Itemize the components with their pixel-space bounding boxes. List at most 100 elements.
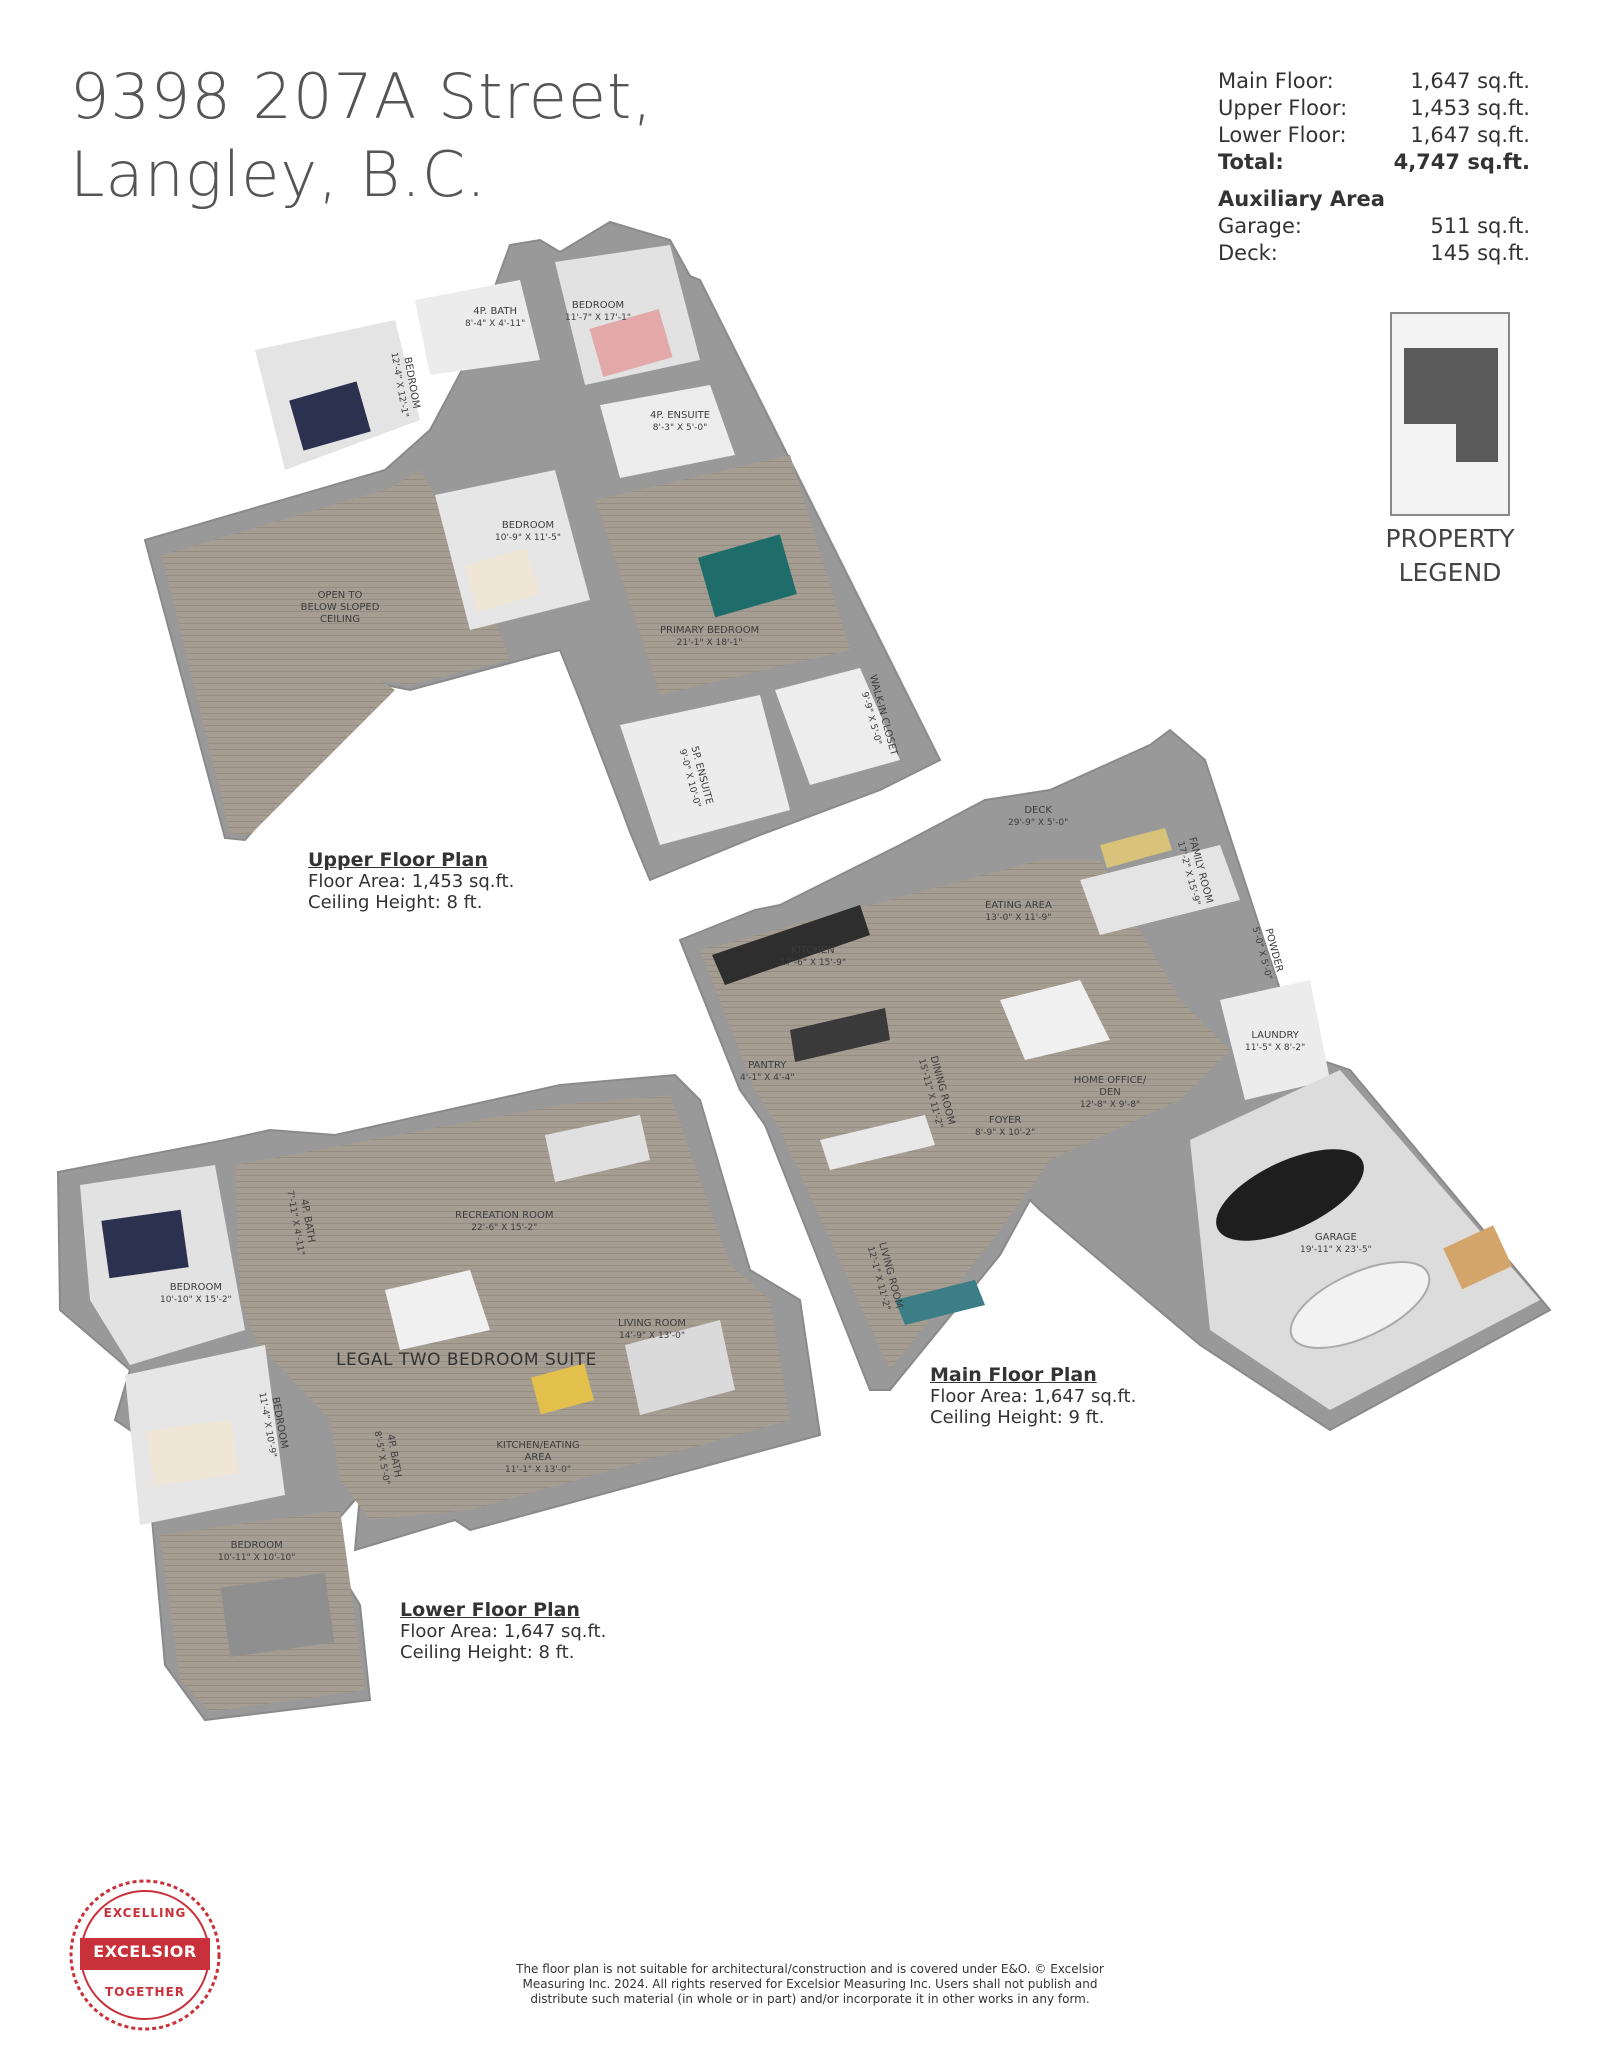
- room-label-open-to-below: OPEN TO BELOW SLOPED CEILING: [300, 590, 380, 625]
- legend-line-2: LEGEND: [1398, 558, 1502, 587]
- dining-table: [820, 1115, 935, 1170]
- address-line-2: Langley, B.C.: [70, 138, 487, 211]
- lower-floor-ceiling: Ceiling Height: 8 ft.: [400, 1642, 575, 1663]
- upper-floor-title: Upper Floor Plan: [308, 849, 488, 871]
- area-label: Total:: [1218, 150, 1284, 174]
- logo-text-main: EXCELSIOR: [93, 1942, 197, 1961]
- laundry-floor: [1220, 980, 1330, 1100]
- lower-floor-caption: Lower Floor Plan Floor Area: 1,647 sq.ft…: [400, 1599, 607, 1664]
- property-legend-label: PROPERTY LEGEND: [1340, 522, 1560, 590]
- bedroom-ne-bed: [589, 309, 673, 377]
- area-label: Garage:: [1218, 214, 1302, 238]
- upper-floor-ceiling: Ceiling Height: 8 ft.: [308, 892, 483, 913]
- kitchen-counter: [712, 905, 870, 985]
- area-value: 1,647 sq.ft.: [1410, 69, 1530, 93]
- area-summary: Main Floor: 1,647 sq.ft. Upper Floor: 1,…: [1218, 68, 1530, 267]
- area-label: Deck:: [1218, 241, 1278, 265]
- bedroom-a-bed: [101, 1209, 189, 1279]
- bedroom-nw-bed: [289, 381, 371, 451]
- recreation-sofa: [545, 1115, 650, 1182]
- property-footprint: [1404, 348, 1498, 462]
- property-legend-map: [1390, 312, 1510, 516]
- main-floor-wood: [700, 860, 1230, 1370]
- lower-floor-plan: [56, 1073, 822, 1722]
- lower-dining-table: [531, 1363, 594, 1415]
- bedroom-c-bed: [220, 1572, 335, 1657]
- stair-main: [1000, 980, 1110, 1060]
- area-row-total: Total: 4,747 sq.ft.: [1218, 149, 1530, 176]
- area-row-upper: Upper Floor: 1,453 sq.ft.: [1218, 95, 1530, 122]
- main-floor-ceiling: Ceiling Height: 9 ft.: [930, 1407, 1105, 1428]
- walk-in-closet-floor: [775, 668, 900, 785]
- family-sofa: [1100, 828, 1172, 868]
- disclaimer-line-2: Measuring Inc. 2024. All rights reserved…: [522, 1977, 1098, 1991]
- bath-upper-floor: [415, 280, 540, 375]
- disclaimer-footer: The floor plan is not suitable for archi…: [460, 1962, 1160, 2007]
- main-floor-title: Main Floor Plan: [930, 1364, 1097, 1386]
- excelsior-logo-icon: [69, 1879, 221, 2031]
- lower-living-rug: [625, 1320, 735, 1415]
- area-row-garage: Garage: 511 sq.ft.: [1218, 213, 1530, 240]
- area-label: Upper Floor:: [1218, 96, 1348, 120]
- area-label: Lower Floor:: [1218, 123, 1347, 147]
- area-row-lower: Lower Floor: 1,647 sq.ft.: [1218, 122, 1530, 149]
- auxiliary-title: Auxiliary Area: [1218, 187, 1385, 211]
- disclaimer-line-1: The floor plan is not suitable for archi…: [516, 1962, 1104, 1976]
- area-value: 145 sq.ft.: [1430, 241, 1530, 265]
- garage-floor: [1190, 1070, 1540, 1410]
- open-to-below-area: [162, 470, 510, 835]
- ensuite-5p-floor: [620, 695, 790, 845]
- suite-label: LEGAL TWO BEDROOM SUITE: [336, 1350, 597, 1370]
- living-sofa: [895, 1280, 985, 1325]
- legend-line-1: PROPERTY: [1385, 524, 1515, 553]
- family-room-floor: [1080, 845, 1240, 935]
- bedroom-b-bed: [146, 1419, 239, 1486]
- area-value: 1,453 sq.ft.: [1410, 96, 1530, 120]
- area-value: 511 sq.ft.: [1430, 214, 1530, 238]
- lower-floor-wood: [235, 1095, 790, 1520]
- upper-floor-plan: [143, 220, 942, 882]
- garage-car-dark: [1216, 1149, 1364, 1241]
- logo-text-top: EXCELLING: [103, 1906, 187, 1920]
- bedroom-mid-bed: [464, 548, 540, 612]
- garage-boxes: [1443, 1225, 1513, 1290]
- lower-floor-title: Lower Floor Plan: [400, 1599, 580, 1621]
- upper-floor-area: Floor Area: 1,453 sq.ft.: [308, 871, 515, 892]
- area-row-main: Main Floor: 1,647 sq.ft.: [1218, 68, 1530, 95]
- disclaimer-line-3: distribute such material (in whole or in…: [530, 1992, 1090, 2006]
- kitchen-island: [790, 1008, 890, 1062]
- main-floor-area: Floor Area: 1,647 sq.ft.: [930, 1386, 1137, 1407]
- property-address: 9398 207A Street, Langley, B.C.: [70, 58, 653, 214]
- ensuite-4p-floor: [600, 385, 735, 478]
- lower-floor-area: Floor Area: 1,647 sq.ft.: [400, 1621, 607, 1642]
- area-row-deck: Deck: 145 sq.ft.: [1218, 240, 1530, 267]
- lower-stair: [385, 1270, 490, 1350]
- area-label: Main Floor:: [1218, 69, 1334, 93]
- logo-text-bottom: TOGETHER: [104, 1985, 186, 1999]
- area-value: 1,647 sq.ft.: [1410, 123, 1530, 147]
- area-value: 4,747 sq.ft.: [1393, 150, 1530, 174]
- address-line-1: 9398 207A Street,: [70, 60, 654, 133]
- main-floor-plan: [678, 728, 1552, 1432]
- main-floor-caption: Main Floor Plan Floor Area: 1,647 sq.ft.…: [930, 1364, 1137, 1429]
- primary-bedroom-bed: [698, 534, 797, 618]
